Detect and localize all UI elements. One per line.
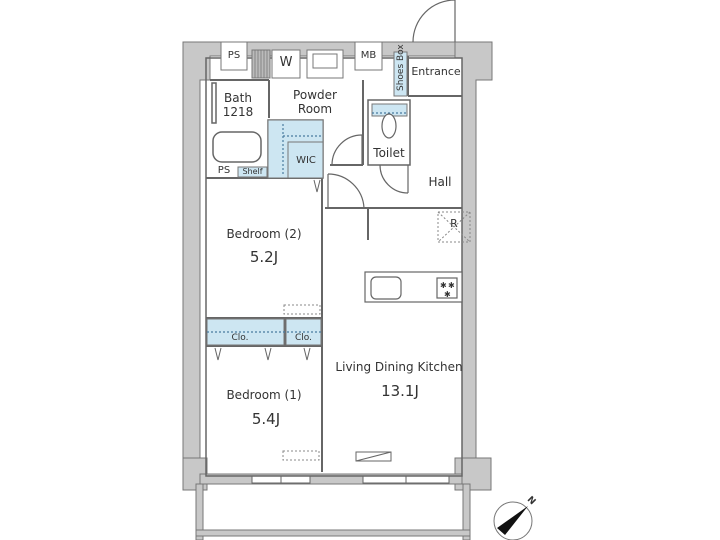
svg-text:✱: ✱ (448, 281, 455, 290)
ac-units (282, 304, 321, 461)
ldk-size: 13.1J (381, 382, 419, 400)
refrigerator-label: R (450, 217, 458, 230)
svg-text:✱: ✱ (440, 281, 447, 290)
shelf-label: Shelf (242, 167, 263, 176)
powder-room-label-1: Powder (293, 88, 337, 102)
interior-walls (205, 56, 463, 477)
ps-bottom-label: PS (217, 165, 231, 176)
toilet-bowl (381, 113, 397, 139)
bedroom1-name: Bedroom (1) (226, 388, 302, 402)
ps-top-label: PS (227, 50, 241, 61)
powder-room-label-2: Room (297, 102, 333, 116)
interior-doors (327, 134, 409, 209)
storage-areas (206, 51, 408, 346)
ldk-name: Living Dining Kitchen (335, 360, 463, 374)
refrigerator (437, 211, 471, 243)
bath-label: Bath (224, 91, 252, 105)
closet-b-label: Clo. (295, 333, 312, 343)
utility-boxes (220, 41, 383, 79)
entrance-door (412, 0, 456, 43)
hatch-lines (254, 50, 268, 78)
washer-label: W (279, 55, 293, 70)
bedroom2-name: Bedroom (2) (226, 227, 302, 241)
storage-dots (207, 112, 407, 333)
svg-text:✱: ✱ (444, 290, 451, 299)
closet-a-label: Clo. (231, 333, 249, 343)
floor-mark (355, 451, 392, 462)
bedroom1-size: 5.4J (251, 410, 281, 428)
bathtub (211, 82, 262, 163)
bedroom2-size: 5.2J (249, 248, 279, 266)
shoes-box-label: Shoes Box (396, 44, 406, 91)
compass-icon (493, 501, 533, 540)
closet-door-marks (214, 179, 321, 361)
bath-size-label: 1218 (222, 105, 254, 119)
hall-label: Hall (428, 175, 452, 189)
wic-label: WIC (296, 155, 316, 166)
entrance-label: Entrance (411, 65, 461, 78)
mb-label: MB (360, 50, 377, 61)
stove-burners: ✱✱✱ (440, 281, 455, 299)
kitchen-counter (364, 271, 463, 303)
exterior-walls (182, 41, 493, 540)
toilet-label: Toilet (373, 146, 405, 160)
